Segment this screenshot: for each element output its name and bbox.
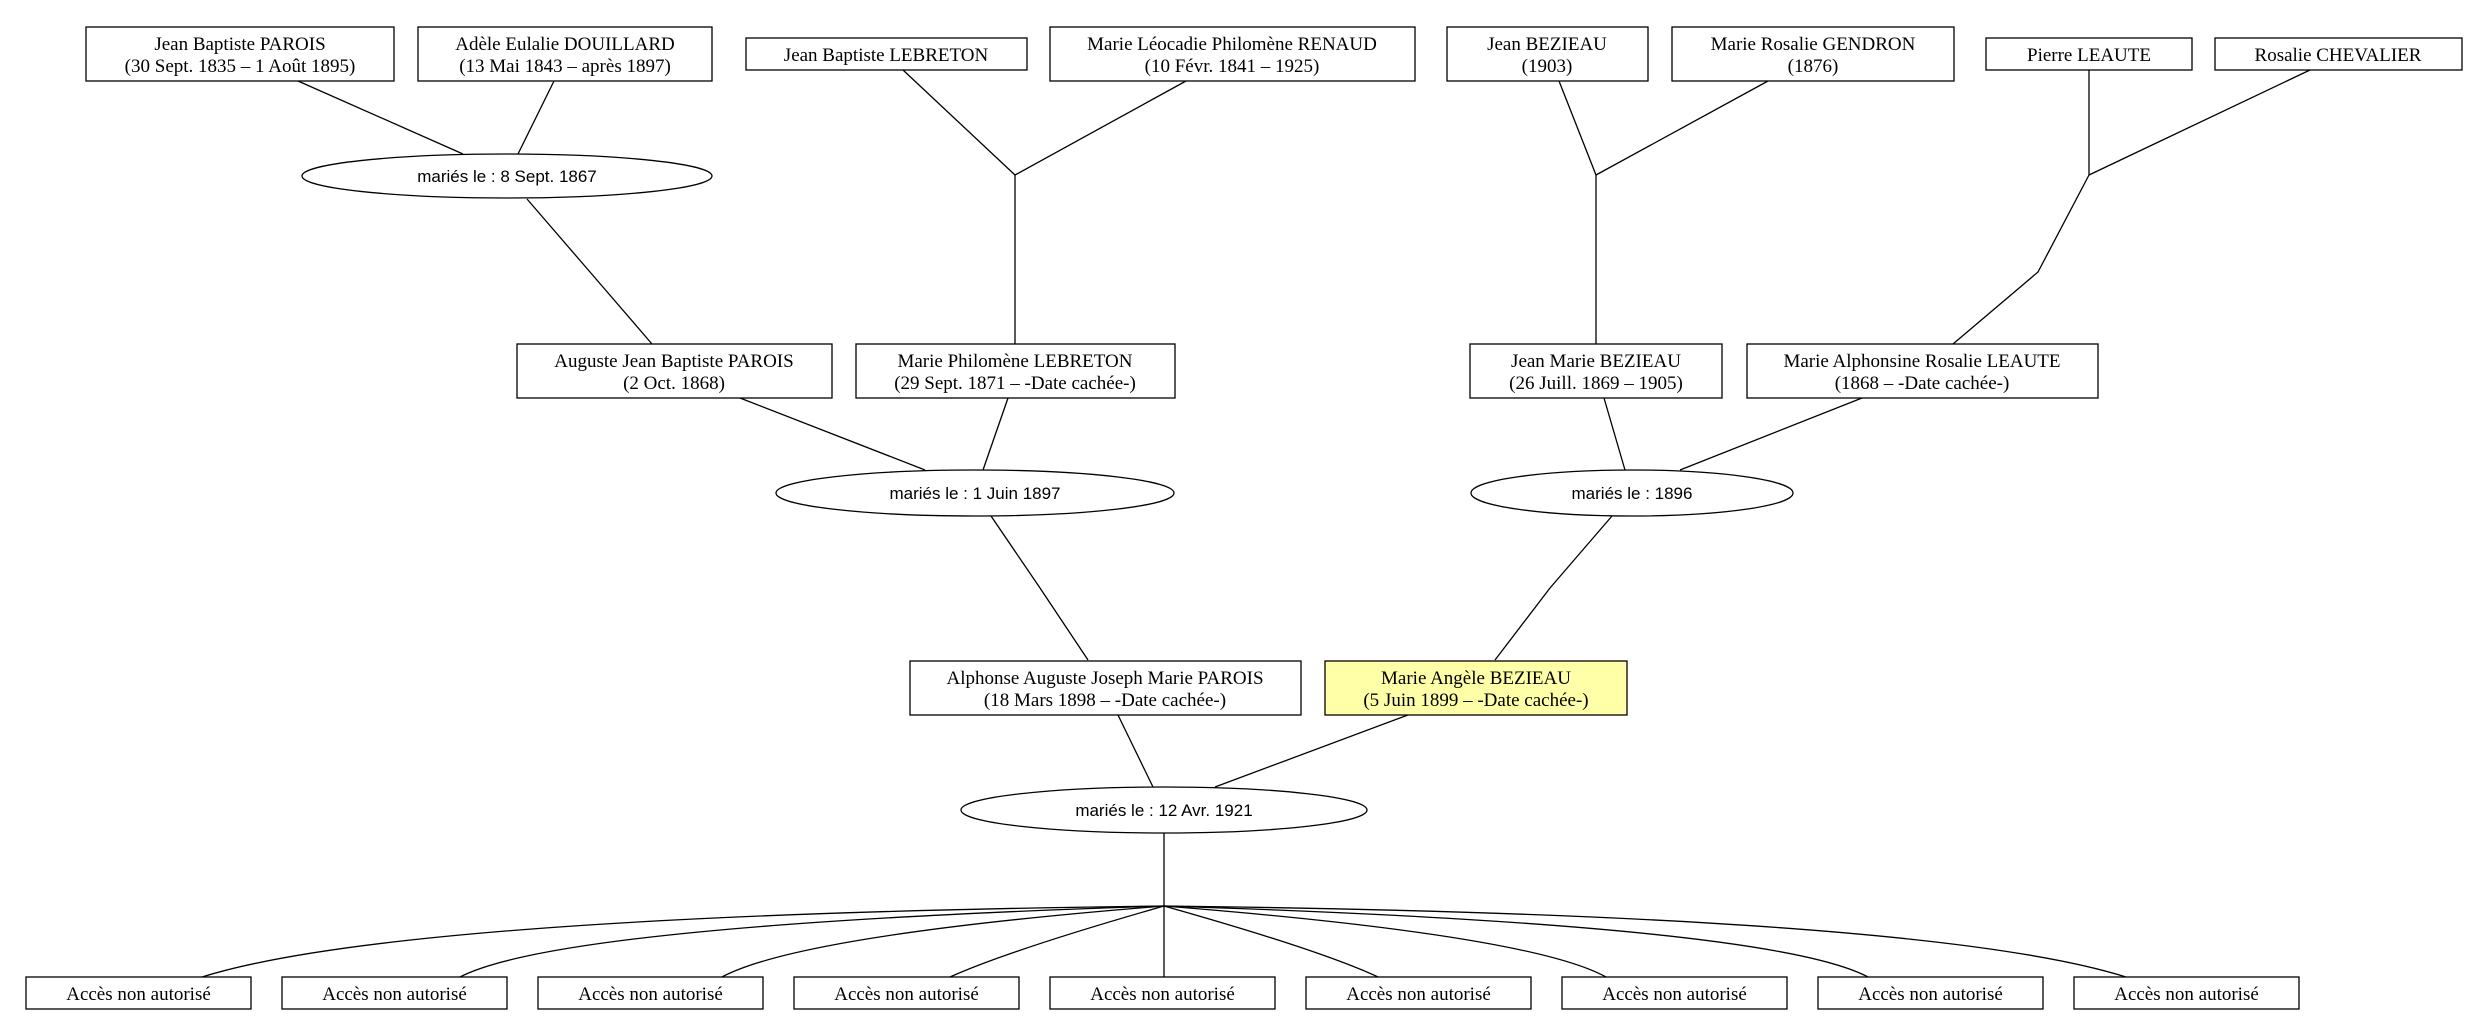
edge xyxy=(459,905,1165,978)
person-dates: (13 Mai 1843 – après 1897) xyxy=(459,56,671,77)
person-name: Auguste Jean Baptiste PAROIS xyxy=(554,351,793,372)
child-box[interactable]: Accès non autorisé xyxy=(1049,976,1276,1010)
person-jean-baptiste-lebreton[interactable]: Jean Baptiste LEBRETON xyxy=(745,37,1028,71)
person-dates: (18 Mars 1898 – -Date cachée-) xyxy=(984,690,1226,711)
person-name: Marie Léocadie Philomène RENAUD xyxy=(1087,34,1377,55)
child-label: Accès non autorisé xyxy=(1346,984,1491,1005)
person-name: Rosalie CHEVALIER xyxy=(2255,45,2422,66)
union-label: mariés le : 1896 xyxy=(1572,484,1693,503)
tree-edges xyxy=(201,69,2311,978)
person-dates: (29 Sept. 1871 – -Date cachée-) xyxy=(894,373,1136,394)
edge xyxy=(1163,905,1869,978)
edge xyxy=(526,198,653,345)
person-name: Marie Alphonsine Rosalie LEAUTE xyxy=(1783,351,2060,372)
person-pierre-leaute[interactable]: Pierre LEAUTE xyxy=(1985,37,2193,71)
edge xyxy=(990,515,1089,661)
person-marie-rosalie-gendron[interactable]: Marie Rosalie GENDRON (1876) xyxy=(1671,26,1955,82)
child-box[interactable]: Accès non autorisé xyxy=(25,976,252,1010)
child-box[interactable]: Accès non autorisé xyxy=(2073,976,2300,1010)
person-marie-leocadie-philomene-renaud[interactable]: Marie Léocadie Philomène RENAUD (10 Févr… xyxy=(1049,26,1416,82)
child-box[interactable]: Accès non autorisé xyxy=(1305,976,1532,1010)
person-jean-baptiste-parois[interactable]: Jean Baptiste PAROIS (30 Sept. 1835 – 1 … xyxy=(85,26,395,82)
union-1867[interactable]: mariés le : 8 Sept. 1867 xyxy=(301,153,713,199)
person-dates: (1903) xyxy=(1522,56,1573,77)
person-name: Jean BEZIEAU xyxy=(1487,34,1607,55)
union-label: mariés le : 8 Sept. 1867 xyxy=(417,167,597,186)
child-label: Accès non autorisé xyxy=(834,984,979,1005)
child-box[interactable]: Accès non autorisé xyxy=(1561,976,1788,1010)
person-name: Marie Rosalie GENDRON xyxy=(1711,34,1916,55)
person-name: Alphonse Auguste Joseph Marie PAROIS xyxy=(946,668,1263,689)
person-dates: (2 Oct. 1868) xyxy=(623,373,725,394)
person-auguste-jean-baptiste-parois[interactable]: Auguste Jean Baptiste PAROIS (2 Oct. 186… xyxy=(516,343,833,399)
person-name: Jean Baptiste PAROIS xyxy=(154,34,325,55)
edge xyxy=(1163,905,1379,978)
edge xyxy=(1163,905,1607,978)
person-rosalie-chevalier[interactable]: Rosalie CHEVALIER xyxy=(2214,37,2463,71)
child-label: Accès non autorisé xyxy=(66,984,211,1005)
person-dates: (26 Juill. 1869 – 1905) xyxy=(1509,373,1683,394)
edge xyxy=(739,397,926,471)
child-label: Accès non autorisé xyxy=(1858,984,2003,1005)
children-row: Accès non autorisé Accès non autorisé Accè… xyxy=(25,976,2300,1010)
person-alphonse-auguste-joseph-marie-parois[interactable]: Alphonse Auguste Joseph Marie PAROIS (18… xyxy=(909,660,1302,716)
person-dates: (30 Sept. 1835 – 1 Août 1895) xyxy=(125,56,356,77)
person-dates: (1876) xyxy=(1788,56,1839,77)
edge xyxy=(1603,397,1626,471)
child-label: Accès non autorisé xyxy=(1090,984,1235,1005)
person-dates: (1868 – -Date cachée-) xyxy=(1835,373,2010,394)
union-1896[interactable]: mariés le : 1896 xyxy=(1470,469,1794,517)
edge xyxy=(1214,714,1409,788)
edge xyxy=(1494,515,1613,661)
person-marie-alphonsine-rosalie-leaute[interactable]: Marie Alphonsine Rosalie LEAUTE (1868 – … xyxy=(1746,343,2099,399)
edge xyxy=(1163,905,2127,978)
edge xyxy=(201,905,1165,978)
person-marie-angele-bezieau[interactable]: Marie Angèle BEZIEAU (5 Juin 1899 – -Dat… xyxy=(1324,660,1628,716)
person-jean-bezieau[interactable]: Jean BEZIEAU (1903) xyxy=(1446,26,1649,82)
person-jean-marie-bezieau[interactable]: Jean Marie BEZIEAU (26 Juill. 1869 – 190… xyxy=(1469,343,1723,399)
child-label: Accès non autorisé xyxy=(322,984,467,1005)
union-label: mariés le : 1 Juin 1897 xyxy=(889,484,1060,503)
edge xyxy=(1014,80,1187,176)
edge xyxy=(1952,174,2090,345)
person-dates: (10 Févr. 1841 – 1925) xyxy=(1145,56,1320,77)
union-1921[interactable]: mariés le : 12 Avr. 1921 xyxy=(960,786,1368,834)
person-name: Marie Philomène LEBRETON xyxy=(897,351,1132,372)
union-1897[interactable]: mariés le : 1 Juin 1897 xyxy=(775,469,1175,517)
edge xyxy=(297,80,464,155)
person-name: Jean Baptiste LEBRETON xyxy=(784,45,989,66)
child-label: Accès non autorisé xyxy=(2114,984,2259,1005)
person-marie-philomene-lebreton[interactable]: Marie Philomène LEBRETON (29 Sept. 1871 … xyxy=(855,343,1176,399)
edge xyxy=(721,905,1165,978)
edge xyxy=(982,397,1009,471)
edge xyxy=(1679,397,1863,471)
person-name: Adèle Eulalie DOUILLARD xyxy=(455,34,675,55)
person-adele-eulalie-douillard[interactable]: Adèle Eulalie DOUILLARD (13 Mai 1843 – a… xyxy=(417,26,713,82)
edge xyxy=(1558,80,1597,176)
person-dates: (5 Juin 1899 – -Date cachée-) xyxy=(1363,690,1588,711)
person-name: Pierre LEAUTE xyxy=(2027,45,2151,66)
child-box[interactable]: Accès non autorisé xyxy=(793,976,1020,1010)
union-label: mariés le : 12 Avr. 1921 xyxy=(1075,801,1252,820)
person-name: Marie Angèle BEZIEAU xyxy=(1381,668,1571,689)
child-box[interactable]: Accès non autorisé xyxy=(537,976,764,1010)
person-name: Jean Marie BEZIEAU xyxy=(1511,351,1681,372)
edge xyxy=(2088,69,2311,176)
edge xyxy=(1117,714,1154,788)
child-label: Accès non autorisé xyxy=(1602,984,1747,1005)
child-label: Accès non autorisé xyxy=(578,984,723,1005)
child-box[interactable]: Accès non autorisé xyxy=(1817,976,2044,1010)
edge xyxy=(949,905,1165,978)
edge xyxy=(517,80,555,155)
edge xyxy=(1595,80,1769,176)
child-box[interactable]: Accès non autorisé xyxy=(281,976,508,1010)
edge xyxy=(902,69,1016,176)
